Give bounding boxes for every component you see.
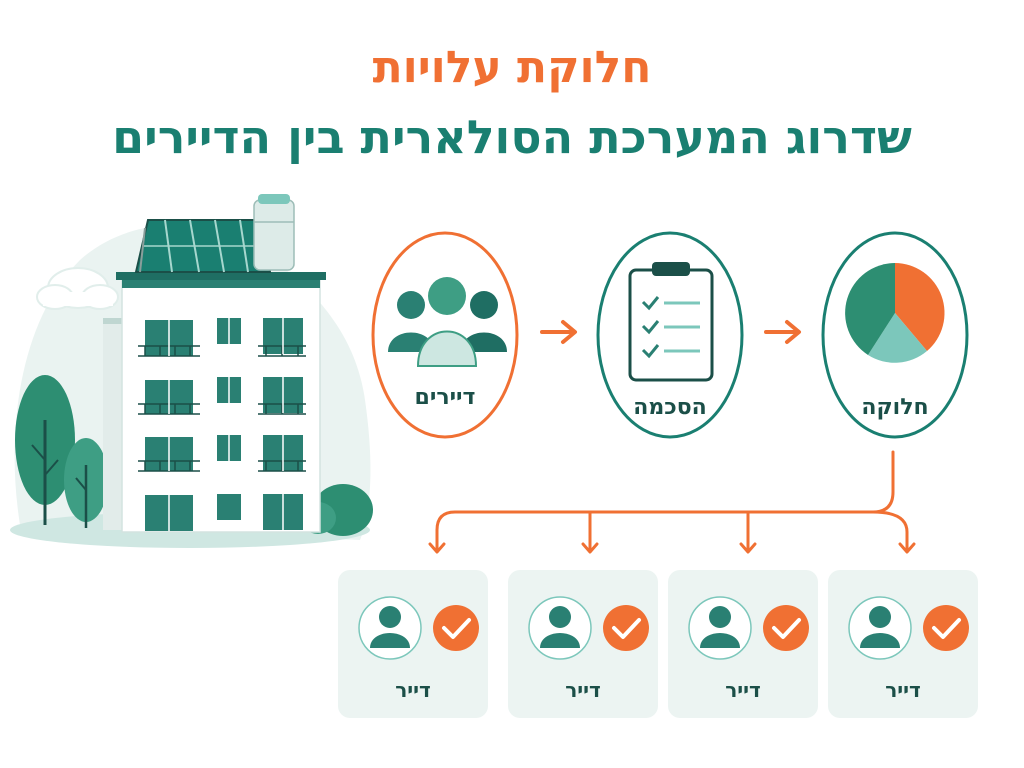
tenant-label: דייר bbox=[565, 678, 601, 702]
person-icon bbox=[528, 596, 592, 660]
tenant-card-2: דייר bbox=[508, 570, 658, 718]
tenant-card-4: דייר bbox=[828, 570, 978, 718]
tenant-label: דייר bbox=[725, 678, 761, 702]
step-label-division: חלוקה bbox=[861, 395, 929, 420]
tenant-label: דייר bbox=[395, 678, 431, 702]
step-label-agreement: הסכמה bbox=[633, 395, 707, 420]
group-icon bbox=[388, 277, 507, 367]
checkmark-icon bbox=[923, 605, 969, 651]
tenant-label: דייר bbox=[885, 678, 921, 702]
checkmark-icon bbox=[603, 605, 649, 651]
checkmark-icon bbox=[763, 605, 809, 651]
distribution-connector bbox=[428, 450, 916, 554]
clipboard-check-icon bbox=[628, 262, 714, 382]
page-title: חלוקת עלויות bbox=[372, 42, 652, 93]
person-icon bbox=[688, 596, 752, 660]
tree-right-icon bbox=[64, 438, 108, 528]
checkmark-icon bbox=[433, 605, 479, 651]
flow-step-division bbox=[821, 231, 969, 439]
flow-step-agreement bbox=[596, 231, 744, 439]
tenant-card-1: דייר bbox=[338, 570, 488, 718]
person-icon bbox=[848, 596, 912, 660]
flow-arrow-1 bbox=[540, 320, 577, 344]
water-tank-icon bbox=[253, 194, 295, 271]
flow-step-tenants bbox=[371, 231, 519, 439]
pie-chart-icon bbox=[845, 263, 945, 363]
solar-panel-icon bbox=[134, 219, 272, 273]
person-icon bbox=[358, 596, 422, 660]
page-subtitle: שדרוג המערכת הסולארית בין הדיירים bbox=[112, 110, 912, 164]
building-illustration bbox=[10, 194, 373, 548]
tree-left-icon bbox=[15, 375, 75, 525]
tenant-card-3: דייר bbox=[668, 570, 818, 718]
flow-arrow-2 bbox=[764, 320, 801, 344]
step-label-tenants: דיירים bbox=[414, 385, 476, 410]
cloud-icon bbox=[36, 267, 119, 310]
